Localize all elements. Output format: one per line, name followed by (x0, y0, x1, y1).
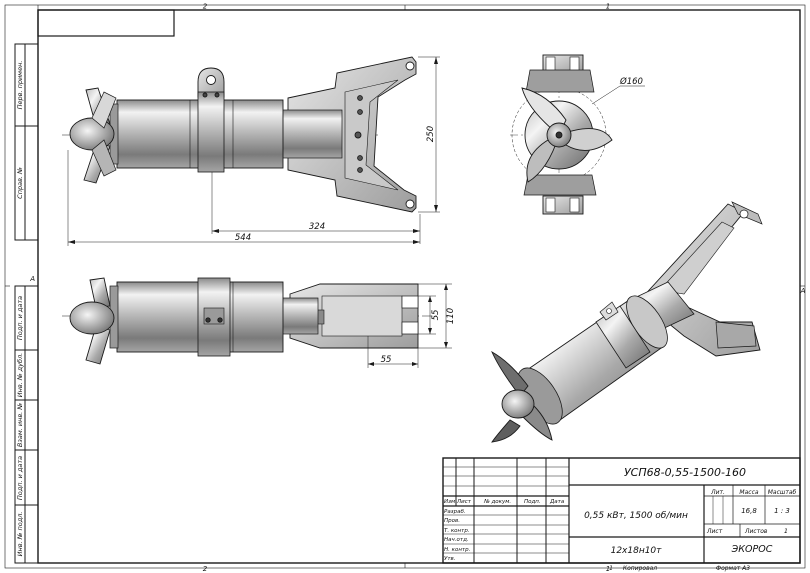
footer-sheet-number: 1 (609, 565, 613, 572)
lit-label: Лит. (710, 489, 725, 496)
scale-value: 1 : 3 (774, 507, 790, 515)
front-bracket-inner (344, 79, 399, 191)
front-dimensions (67, 56, 440, 246)
mass-label: Масса (739, 489, 758, 496)
role-nkontr: Н. контр. (444, 547, 471, 553)
role-nachotd: Нач.отд. (444, 537, 469, 543)
drawing-description: 0,55 кВт, 1500 об/мин (584, 511, 688, 521)
bracket-hole-bottom (405, 199, 415, 209)
dim-width-110: 110 (446, 308, 456, 324)
side-view (510, 54, 645, 215)
side-label-inv-podl: Инв. № подл. (16, 512, 24, 557)
bracket-bolt (357, 155, 363, 161)
top-dim-arrows (368, 284, 448, 366)
side-blade (558, 128, 613, 151)
dim-length-544: 544 (235, 233, 251, 243)
footer-format: Формат А3 (716, 565, 750, 572)
side-label-podp-2: Подп. и дата (16, 456, 24, 500)
front-clamp (197, 91, 225, 173)
bracket-bolt (357, 167, 363, 173)
zone-marker-top-right: 1 (606, 3, 610, 11)
sheets-value: 1 (784, 527, 788, 535)
reference-box (37, 9, 175, 37)
mass-value: 16,8 (741, 507, 757, 515)
bracket-hole-top (405, 61, 415, 71)
top-view (62, 277, 440, 365)
side-label-perv: Перв. примен. (16, 61, 24, 110)
top-blade (85, 325, 111, 365)
top-blade (89, 277, 111, 309)
side-label-sprav: Справ. № (16, 167, 24, 199)
propeller-hub (69, 117, 115, 151)
role-prov: Пров. (444, 518, 460, 524)
role-tkontr: Т. контр. (444, 528, 470, 534)
side-label-podp-1: Подп. и дата (16, 296, 24, 340)
zone-marker-side-right: А (800, 287, 806, 295)
side-label-inv-dubl: Инв. № дубл. (16, 353, 24, 397)
dim-length-324: 324 (309, 222, 325, 232)
dim-height-250: 250 (426, 126, 436, 142)
iso-blade (491, 419, 521, 443)
side-label-vzam: Взам. инв. № (16, 403, 24, 447)
zone-marker-top-left: 2 (203, 3, 208, 11)
company-name: ЭКОРОС (731, 544, 773, 555)
scale-label: Масштаб (768, 489, 797, 496)
zone-marker-bottom-left: 2 (203, 565, 208, 573)
head-doc: № докум. (483, 499, 511, 505)
zone-marker-side-left: А (29, 275, 35, 283)
title-block (442, 457, 801, 564)
footer-copied: Копировал (623, 565, 657, 572)
role-utv: Утв. (444, 556, 456, 562)
front-view (62, 56, 417, 213)
isometric-view (491, 201, 763, 443)
zone-marker-bottom-right: 1 (606, 565, 610, 573)
side-strip (14, 43, 39, 564)
side-blade (526, 134, 560, 183)
iso-blade (521, 405, 553, 441)
top-dimensions (367, 283, 452, 368)
drawing-material: 12х18н10т (611, 546, 663, 556)
front-dim-arrows (68, 57, 438, 244)
drawing-designation: УСП68-0,55-1500-160 (624, 466, 746, 479)
sheets-label: Листов (744, 528, 768, 535)
bracket-bolt (354, 131, 362, 139)
dim-width-55: 55 (431, 310, 441, 321)
head-izm: Изм. (444, 499, 457, 505)
bracket-bolt (357, 95, 363, 101)
top-hub (69, 301, 115, 335)
dim-diameter-160: Ø160 (619, 76, 643, 87)
role-razrab: Разраб. (444, 509, 466, 515)
head-list: Лист (456, 499, 472, 505)
iso-blade (491, 350, 529, 397)
bracket-bolt (357, 109, 363, 115)
dim-length-55: 55 (381, 355, 392, 365)
lifting-eye-hole (206, 75, 216, 85)
head-sign: Подп. (524, 499, 541, 505)
front-neck (281, 109, 343, 159)
head-date: Дата (549, 499, 565, 505)
iso-hub (501, 389, 535, 419)
sheet-label: Лист (706, 528, 723, 535)
